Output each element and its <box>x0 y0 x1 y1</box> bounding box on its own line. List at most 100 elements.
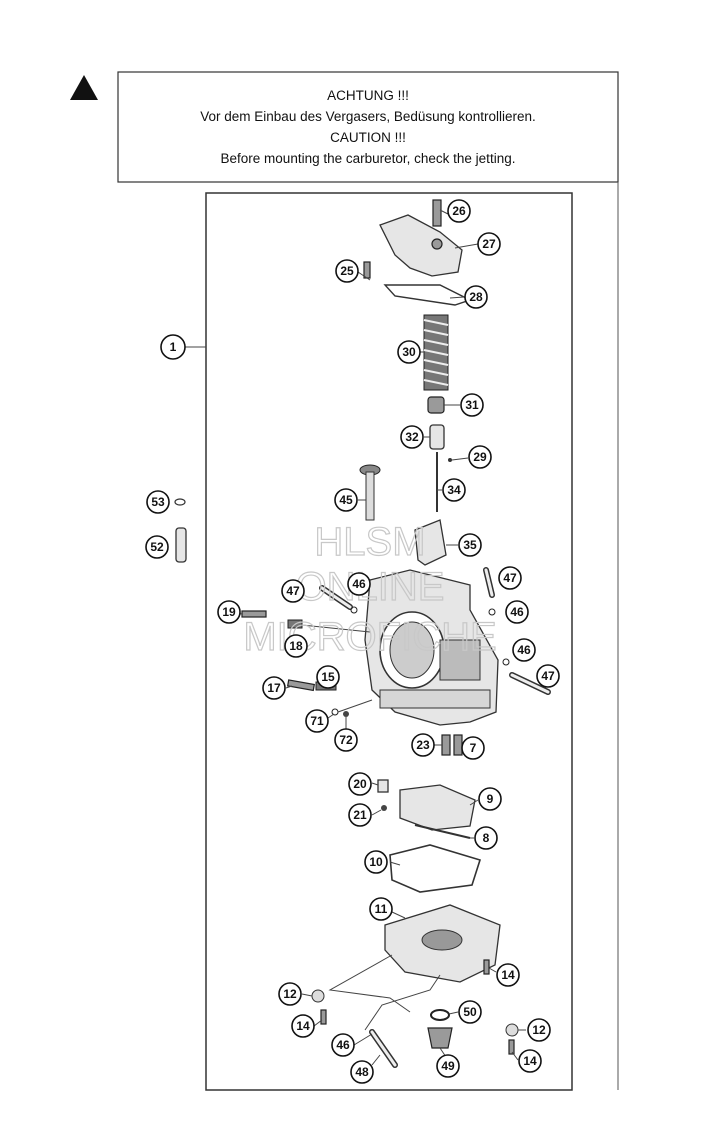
callout-45-label: 45 <box>339 493 353 507</box>
callout-47-top: 47 <box>498 566 522 590</box>
callout-46-right-label: 46 <box>510 605 524 619</box>
callout-15-label: 15 <box>321 670 335 684</box>
callout-21: 21 <box>348 803 372 827</box>
part-72-oring <box>343 711 349 717</box>
callout-1-label: 1 <box>170 340 177 354</box>
callout-12-a: 12 <box>278 982 302 1006</box>
part-25-screw <box>363 261 371 279</box>
callout-72: 72 <box>334 728 358 752</box>
callout-14-b: 14 <box>291 1014 315 1038</box>
callout-72-label: 72 <box>339 733 353 747</box>
part-carburetor-body <box>364 569 499 726</box>
callout-11: 11 <box>369 897 393 921</box>
callout-14-c: 14 <box>518 1049 542 1073</box>
callout-28: 28 <box>464 285 488 309</box>
callout-50-label: 50 <box>463 1005 477 1019</box>
part-29-clip <box>448 458 452 462</box>
part-18-spring <box>287 619 303 629</box>
callout-53: 53 <box>146 490 170 514</box>
part-14-screw-b <box>320 1009 327 1025</box>
part-71-washer <box>331 708 339 716</box>
callout-31-label: 31 <box>465 398 479 412</box>
part-7-jet <box>453 734 463 756</box>
callout-48-label: 48 <box>355 1065 369 1079</box>
part-31-seat <box>427 396 445 414</box>
callout-48: 48 <box>350 1060 374 1084</box>
callout-8-label: 8 <box>483 831 490 845</box>
callout-47-left-label: 47 <box>286 584 300 598</box>
callout-47-right-label: 47 <box>541 669 555 683</box>
part-47-hose-left-inner <box>320 586 352 609</box>
part-21-oring <box>381 805 387 811</box>
part-47-hose-top-inner <box>484 568 494 597</box>
part-49-drain-plug <box>427 1027 453 1049</box>
part-26-screw <box>432 199 442 227</box>
callout-34-label: 34 <box>447 483 461 497</box>
leader-71-body <box>337 699 373 713</box>
callout-19: 19 <box>217 600 241 624</box>
callout-46-bottom-label: 46 <box>336 1038 350 1052</box>
callout-14-b-label: 14 <box>296 1019 310 1033</box>
part-28-gasket <box>383 284 472 306</box>
callouts: 1 26 27 25 28 30 31 32 29 34 45 53 35 52… <box>145 199 560 1084</box>
callout-46-left: 46 <box>347 572 371 596</box>
callout-25-label: 25 <box>340 264 354 278</box>
watermark-line-1: HLSM <box>314 520 425 564</box>
part-12-clip-a <box>311 989 325 1003</box>
leader-lines <box>228 209 526 1066</box>
callout-52: 52 <box>145 535 169 559</box>
assembly-frame <box>205 192 573 1091</box>
callout-19-label: 19 <box>222 605 236 619</box>
callout-8: 8 <box>474 826 498 850</box>
part-46-ring-c <box>502 658 510 666</box>
callout-7-label: 7 <box>470 741 477 755</box>
part-48-hose-inner <box>370 1030 397 1067</box>
callout-49-label: 49 <box>441 1059 455 1073</box>
notice-line-4: Before mounting the carburetor, check th… <box>221 151 516 166</box>
callout-32: 32 <box>400 425 424 449</box>
callout-25: 25 <box>335 259 359 283</box>
callout-17-label: 17 <box>267 681 281 695</box>
callout-14-a-label: 14 <box>501 968 515 982</box>
callout-35: 35 <box>458 533 482 557</box>
part-30-spring <box>423 314 449 391</box>
callout-9-label: 9 <box>487 792 494 806</box>
part-20-jet <box>377 779 389 793</box>
part-46-ring-a <box>350 606 358 614</box>
part-27-cover <box>379 214 463 277</box>
watermark-line-3: MICROFICHE <box>243 615 496 659</box>
notice-line-2: Vor dem Einbau des Vergasers, Bedüsung k… <box>200 109 535 124</box>
callout-52-label: 52 <box>150 540 164 554</box>
notice-line-1: ACHTUNG !!! <box>327 88 409 103</box>
callout-46-lower-label: 46 <box>517 643 531 657</box>
watermark: HLSM ONLINE MICROFICHE <box>243 519 498 659</box>
callout-14-a: 14 <box>496 963 520 987</box>
callout-21-label: 21 <box>353 808 367 822</box>
callout-7: 7 <box>461 736 485 760</box>
callout-34: 34 <box>442 478 466 502</box>
leader-bowl-a <box>328 954 411 1013</box>
callout-12-b: 12 <box>527 1018 551 1042</box>
callout-35-label: 35 <box>463 538 477 552</box>
part-45-idle-screw <box>359 464 381 521</box>
callout-9: 9 <box>478 787 502 811</box>
callout-53-label: 53 <box>151 495 165 509</box>
part-8-pin <box>414 824 471 839</box>
part-46-ring-b <box>488 608 496 616</box>
part-32-holder <box>429 424 445 450</box>
callout-47-top-label: 47 <box>503 571 517 585</box>
callout-11-label: 11 <box>375 902 388 916</box>
callout-47-left: 47 <box>281 579 305 603</box>
part-23-jet <box>441 734 451 756</box>
callout-29: 29 <box>468 445 492 469</box>
callout-12-b-label: 12 <box>532 1023 546 1037</box>
part-12-clip-b <box>505 1023 519 1037</box>
callout-23-label: 23 <box>416 738 430 752</box>
part-52-pin <box>175 527 187 563</box>
part-9-float <box>399 784 476 831</box>
callout-14-c-label: 14 <box>523 1054 537 1068</box>
callout-28-label: 28 <box>469 290 483 304</box>
callout-46-left-label: 46 <box>352 577 366 591</box>
callout-50: 50 <box>458 1000 482 1024</box>
